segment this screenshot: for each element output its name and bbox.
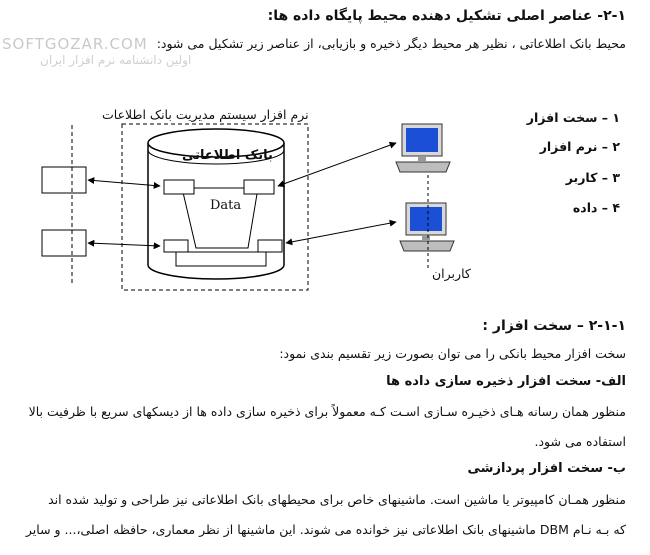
intro-paragraph: محیط بانک اطلاعاتی ، نظیر هر محیط دیگر ذ… (156, 36, 626, 51)
inner-box-bottom-left (163, 239, 189, 253)
paragraph-processing-2: که بـه نـام DBM ماشینهای بانک اطلاعاتی ن… (25, 522, 626, 537)
hardware-heading: ۲-۱-۱ – سخت افزار : (482, 318, 626, 334)
inner-box-top-right (243, 179, 275, 195)
list-item: ۱ – سخت افزار (526, 110, 620, 125)
paragraph-storage-1: منظور همان رسانه هـای ذخیـره سـازی اسـت … (28, 404, 626, 419)
paragraph-storage-2: استفاده می شود. (534, 434, 627, 449)
inner-box-bottom-right (257, 239, 283, 253)
arrow-user-bottom (285, 219, 397, 246)
left-box-top (41, 166, 87, 194)
watermark-persian: اولین دانشنامه نرم افزار ایران (40, 53, 192, 67)
dbms-label: نرم افزار سیستم مدیریت بانک اطلاعات (102, 107, 309, 122)
db-label: بانک اطلاعاتی (182, 148, 273, 163)
data-funnel (181, 187, 259, 249)
left-box-bottom (41, 229, 87, 257)
arrow-user-top (277, 141, 397, 188)
users-label: کاربران (432, 266, 471, 281)
dbms-boundary (121, 123, 309, 291)
computer-icon-top (395, 123, 451, 173)
data-label: Data (210, 198, 242, 213)
arrow-left-top (87, 177, 161, 189)
section-heading: ۲-۱- عناصر اصلی تشکیل دهنده محیط پایگاه … (267, 8, 626, 24)
paragraph-processing-1: منظور همـان کامپیوتر یا ماشین است. ماشین… (48, 492, 626, 507)
computer-icon-bottom (399, 202, 455, 252)
list-item: ۳ – کاربر (565, 170, 620, 185)
watermark-latin: SOFTGOZAR.COM (2, 35, 148, 53)
subheading-storage: الف- سخت افزار ذخیره سازی داده ها (386, 374, 626, 389)
list-item: ۲ – نرم افزار (539, 139, 620, 154)
inner-box-bottom (175, 251, 267, 267)
inner-box-top-left (163, 179, 195, 195)
diagram-svg (41, 123, 455, 291)
arrow-left-bottom (87, 239, 161, 250)
list-item: ۴ – داده (572, 200, 620, 215)
subheading-processing: ب- سخت افزار پردازشی (467, 461, 626, 476)
hardware-intro: سخت افزار محیط بانکی را می توان بصورت زی… (279, 346, 626, 361)
